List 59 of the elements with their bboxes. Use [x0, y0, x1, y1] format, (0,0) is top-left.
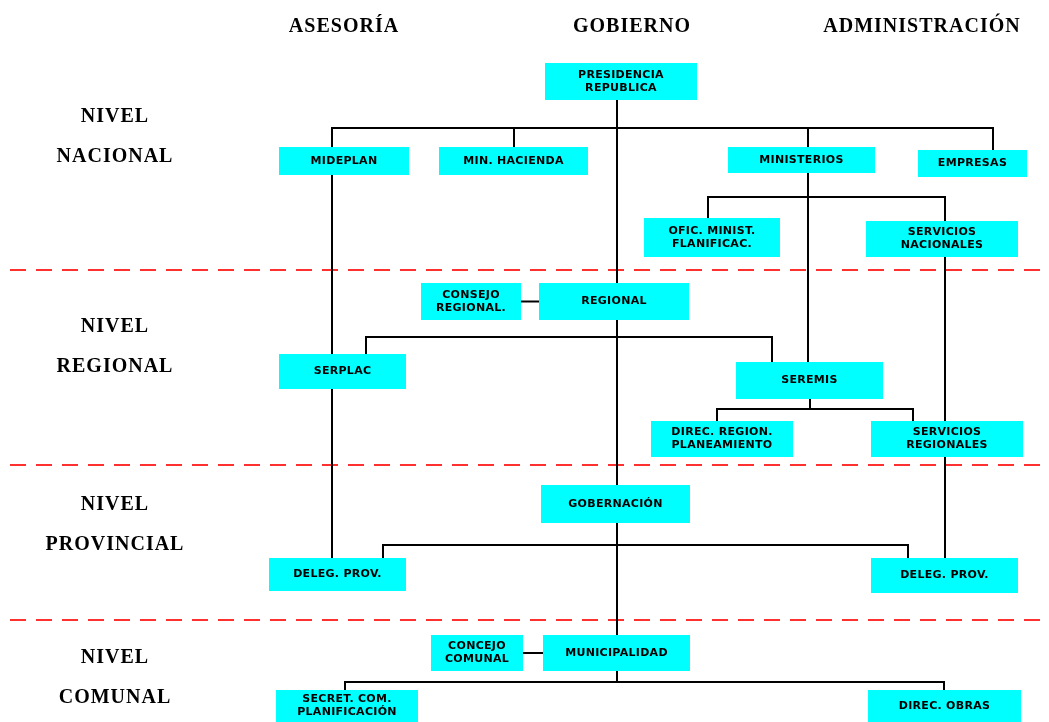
org-unit-name: CONCEJO COMUNAL — [443, 640, 511, 666]
org-box — [539, 283, 689, 320]
org-unit-name: MIDEPLAN — [310, 154, 378, 168]
org-box — [279, 354, 406, 389]
org-unit-name: OFIC. MINIST. FLANIFICAC. — [667, 224, 757, 251]
org-box — [439, 147, 588, 175]
org-unit-name: EMPRESAS — [937, 157, 1008, 170]
org-box — [431, 635, 523, 671]
level-label: NIVEL PROVINCIAL — [44, 491, 186, 556]
connector-line — [944, 456, 946, 559]
connector-line — [944, 256, 946, 422]
connector-line — [616, 522, 618, 636]
level-label: NIVEL REGIONAL — [55, 313, 175, 378]
org-unit-name: DELEG. PROV. — [293, 568, 382, 581]
org-box — [866, 221, 1018, 257]
org-box — [871, 558, 1018, 593]
connector-line — [807, 172, 809, 363]
org-box — [736, 362, 883, 399]
org-unit-name: SERVICIOS NACIONALES — [899, 226, 985, 252]
connector-line — [616, 319, 618, 486]
org-unit-name: PRESIDENCIA REPUBLICA — [577, 68, 665, 95]
connector-line — [520, 300, 540, 303]
org-unit-name: GOBERNACIÓN — [568, 497, 663, 511]
org-unit-name: SEREMIS — [781, 374, 838, 387]
org-box — [871, 421, 1023, 457]
level-label: NIVEL NACIONAL — [55, 103, 175, 168]
org-box — [421, 283, 521, 320]
org-unit-name: CONSEJO REGIONAL. — [434, 288, 508, 315]
org-box — [728, 147, 875, 173]
column-header: ASESORÍA — [288, 14, 400, 37]
org-box — [541, 485, 690, 523]
org-box — [868, 690, 1021, 722]
org-unit-name: DIREC. OBRAS — [898, 699, 991, 713]
org-box — [543, 635, 690, 671]
connector-line — [809, 398, 914, 422]
org-unit-name: SECRET. COM. PLANIFICACIÓN — [296, 693, 398, 719]
org-unit-name: MINISTERIOS — [759, 153, 844, 167]
connector-line — [616, 99, 618, 284]
org-unit-name: MIN. HACIENDA — [463, 154, 564, 168]
org-unit-name: REGIONAL — [581, 295, 647, 308]
level-label: NIVEL COMUNAL — [57, 644, 173, 709]
org-box — [279, 147, 409, 175]
org-box — [545, 63, 697, 100]
org-box — [644, 218, 780, 257]
org-box — [651, 421, 793, 457]
column-header: ADMINISTRACIÓN — [823, 14, 1021, 37]
column-header: GOBIERNO — [573, 14, 691, 37]
connector-line — [331, 174, 333, 355]
org-unit-name: SERPLAC — [313, 365, 372, 378]
connector-line — [522, 652, 544, 654]
org-unit-name: MUNICIPALIDAD — [565, 646, 668, 660]
org-box — [918, 150, 1027, 177]
connector-line — [331, 388, 333, 559]
org-unit-name: DELEG. PROV. — [900, 569, 989, 582]
org-unit-name: SERVICIOS REGIONALES — [905, 426, 989, 452]
org-box — [276, 690, 418, 722]
org-box — [269, 558, 406, 591]
connector-line — [616, 670, 945, 691]
org-unit-name: DIREC. REGION. PLANEAMIENTO — [670, 426, 774, 452]
